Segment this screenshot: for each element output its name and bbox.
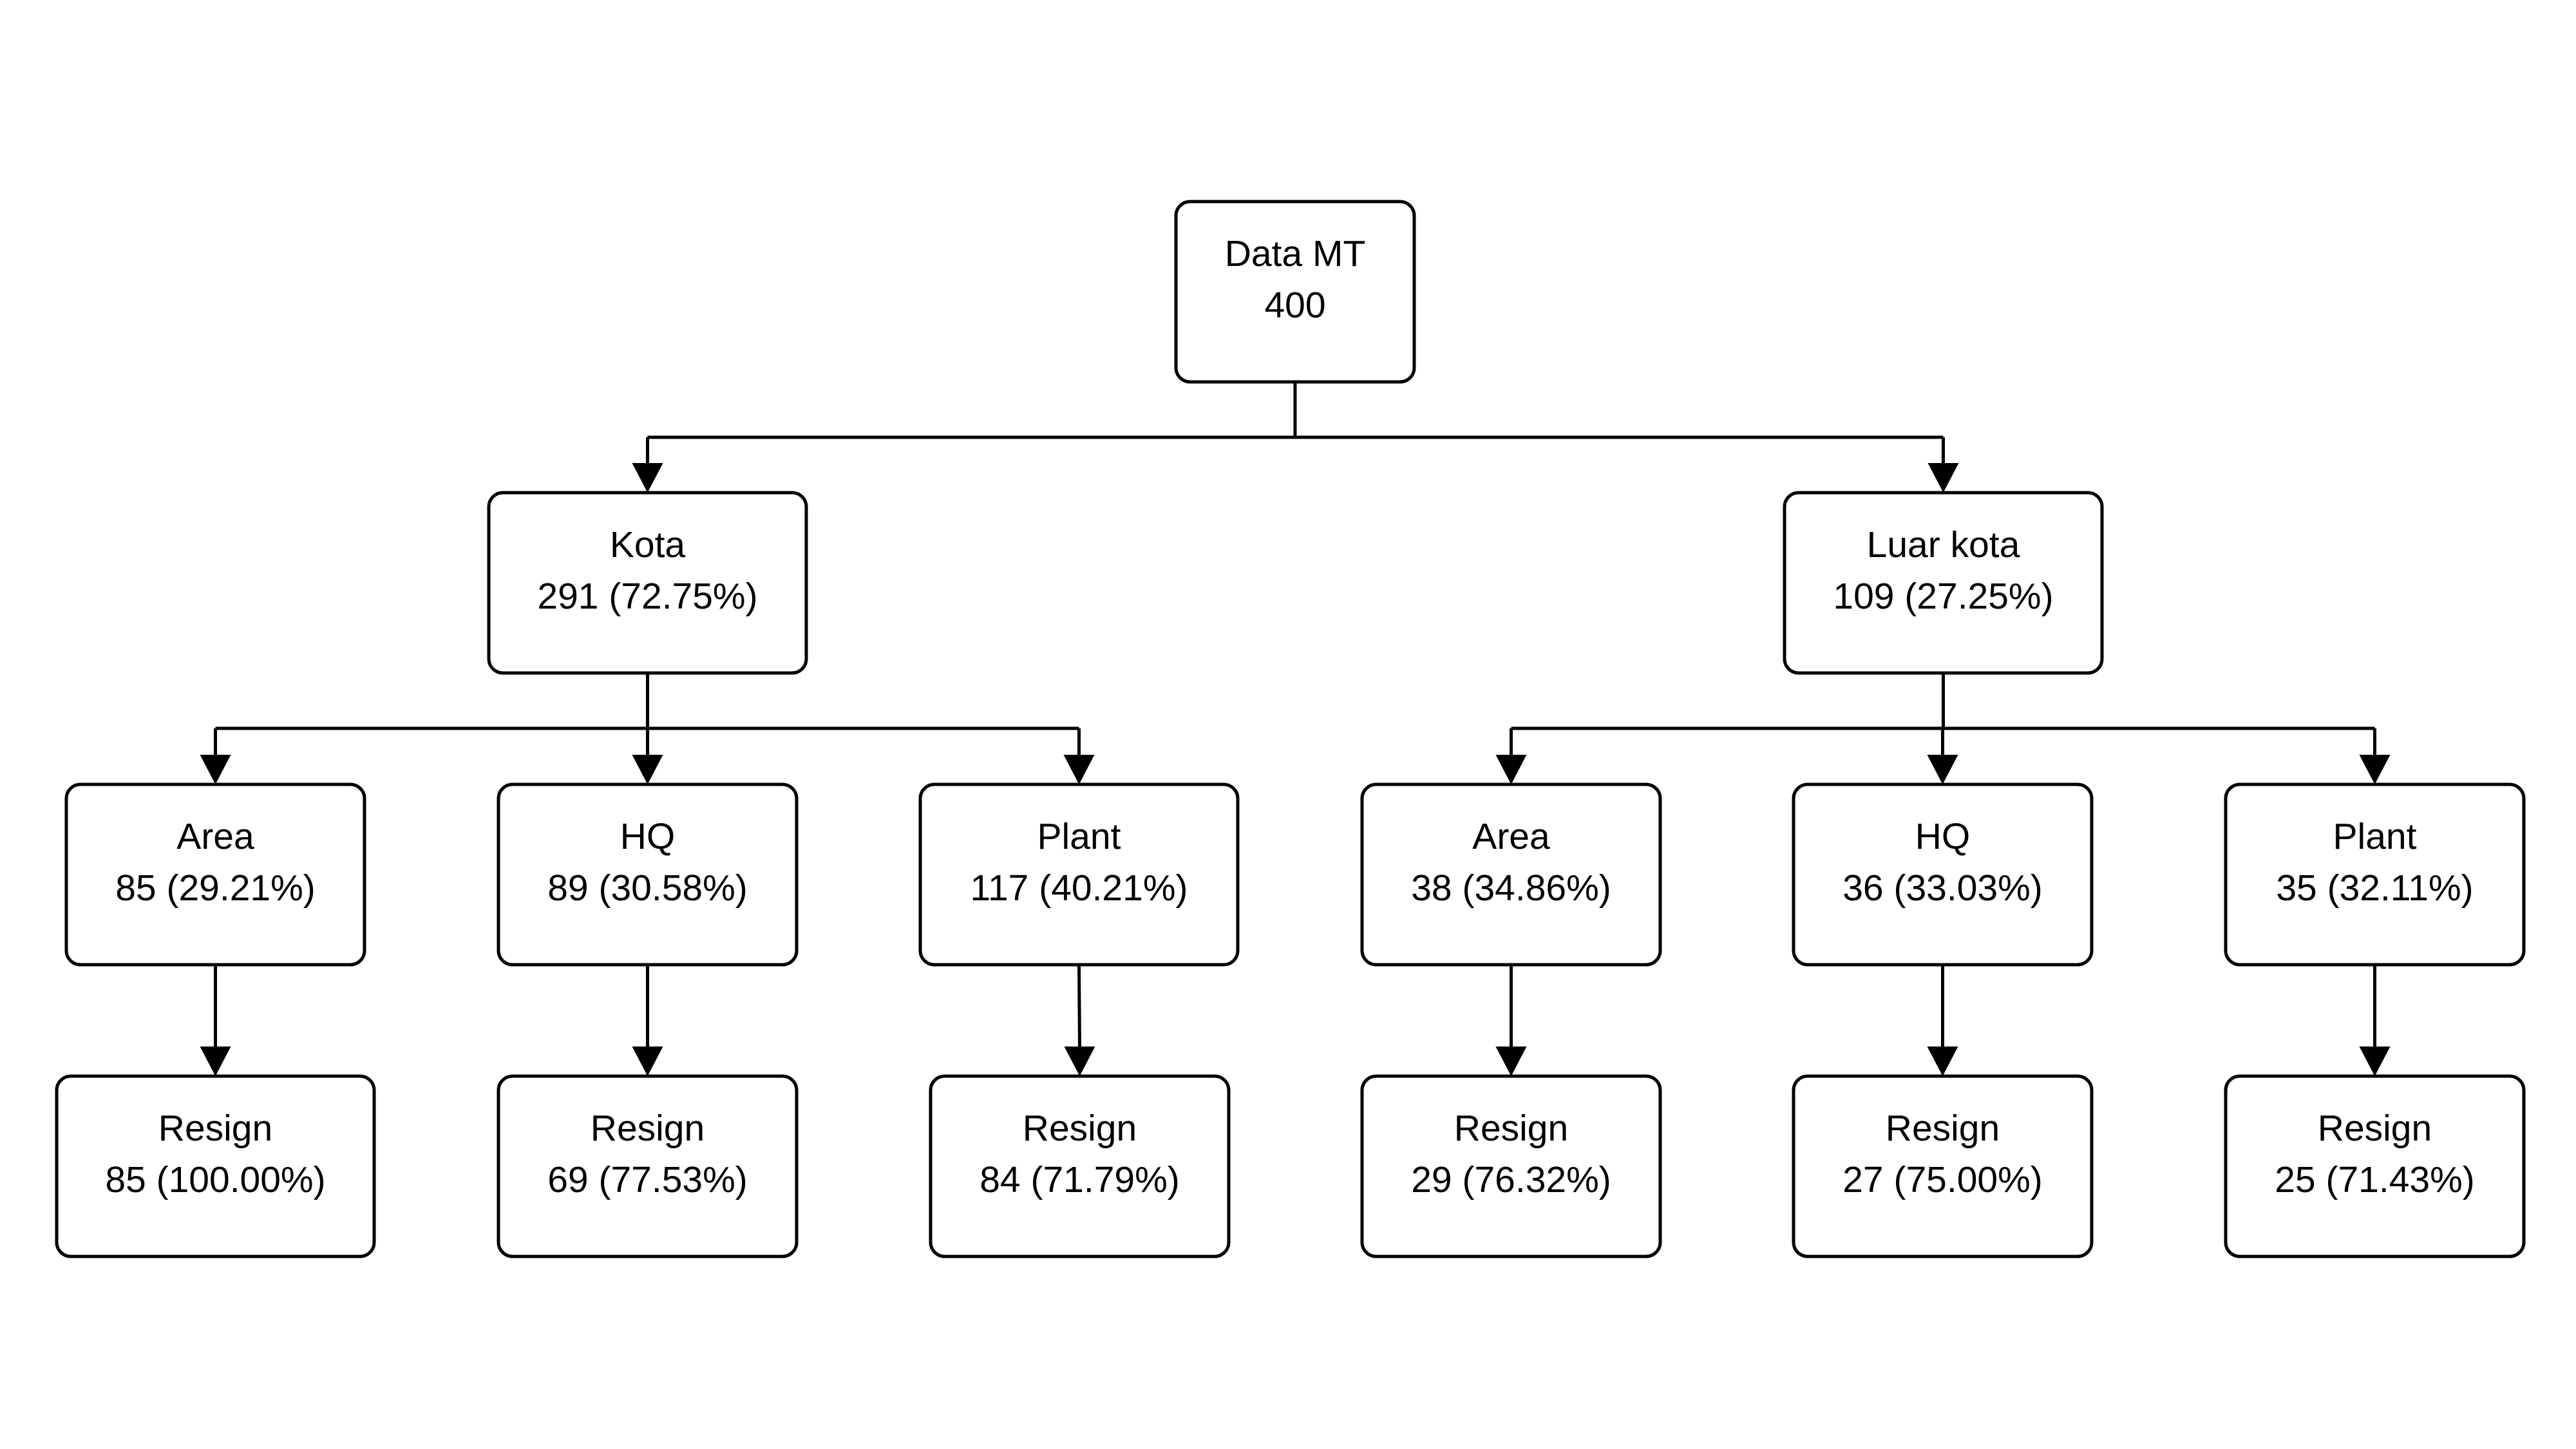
node-value: 36 (33.03%)	[1842, 867, 2043, 909]
arrow-head	[1495, 755, 1527, 784]
node-value: 38 (34.86%)	[1411, 867, 1611, 909]
node-value: 27 (75.00%)	[1842, 1159, 2043, 1200]
arrow-head	[2359, 1046, 2391, 1076]
node-value: 400	[1264, 285, 1325, 326]
node-label: Resign	[1886, 1108, 2000, 1149]
node-label: Area	[176, 816, 254, 857]
node-luar-kota: Luar kota 109 (27.25%)	[1783, 491, 2104, 675]
node-box	[64, 782, 366, 967]
node-box	[487, 491, 808, 675]
node-box	[55, 1074, 376, 1258]
node-box	[1792, 782, 2094, 967]
node-luar-plant-resign: Resign 25 (71.43%)	[2224, 1074, 2526, 1258]
node-label: Resign	[158, 1108, 272, 1149]
node-value: 29 (76.32%)	[1411, 1159, 1611, 1200]
node-luar-hq-resign: Resign 27 (75.00%)	[1792, 1074, 2094, 1258]
node-box	[497, 1074, 799, 1258]
arrow-head	[2359, 755, 2391, 784]
arrow-head	[1495, 1046, 1527, 1076]
edges-layer	[200, 382, 2391, 1076]
node-box	[1174, 200, 1416, 384]
node-label: Resign	[1454, 1108, 1568, 1149]
arrow-head	[1927, 755, 1958, 784]
node-box	[2224, 1074, 2526, 1258]
node-luar-area: Area 38 (34.86%)	[1360, 782, 1662, 967]
node-label: Plant	[1037, 816, 1121, 857]
node-kota-hq: HQ 89 (30.58%)	[497, 782, 799, 967]
arrow-head	[200, 1046, 231, 1076]
node-label: Luar kota	[1867, 524, 2020, 565]
arrow-head	[1927, 1046, 1958, 1076]
node-root: Data MT 400	[1174, 200, 1416, 384]
node-value: 84 (71.79%)	[980, 1159, 1180, 1200]
arrow-head	[632, 1046, 663, 1076]
node-label: Resign	[2318, 1108, 2432, 1149]
node-value: 25 (71.43%)	[2275, 1159, 2475, 1200]
node-box	[497, 782, 799, 967]
node-box	[929, 1074, 1231, 1258]
node-value: 35 (32.11%)	[2276, 867, 2473, 909]
node-luar-plant: Plant 35 (32.11%)	[2224, 782, 2526, 967]
node-box	[2224, 782, 2526, 967]
node-box	[918, 782, 1240, 967]
node-kota-area-resign: Resign 85 (100.00%)	[55, 1074, 376, 1258]
node-box	[1783, 491, 2104, 675]
node-label: Data MT	[1225, 233, 1366, 274]
node-kota: Kota 291 (72.75%)	[487, 491, 808, 675]
node-kota-plant-resign: Resign 84 (71.79%)	[929, 1074, 1231, 1258]
arrow-head	[1063, 755, 1095, 784]
node-value: 117 (40.21%)	[971, 867, 1188, 909]
node-label: Plant	[2333, 816, 2417, 857]
arrow-head	[1064, 1046, 1095, 1076]
node-label: HQ	[1915, 816, 1971, 857]
node-label: Resign	[591, 1108, 705, 1149]
node-value: 69 (77.53%)	[547, 1159, 748, 1200]
node-kota-plant: Plant 117 (40.21%)	[918, 782, 1240, 967]
edge-line	[1077, 964, 1081, 1047]
node-label: Resign	[1023, 1108, 1137, 1149]
arrow-head	[632, 463, 663, 493]
node-label: Area	[1472, 816, 1550, 857]
node-label: Kota	[610, 524, 686, 565]
node-luar-area-resign: Resign 29 (76.32%)	[1360, 1074, 1662, 1258]
node-luar-hq: HQ 36 (33.03%)	[1792, 782, 2094, 967]
node-value: 85 (29.21%)	[115, 867, 316, 909]
node-box	[1792, 1074, 2094, 1258]
arrow-head	[1927, 463, 1959, 493]
node-value: 85 (100.00%)	[105, 1159, 325, 1200]
arrow-head	[200, 755, 231, 784]
node-value: 109 (27.25%)	[1833, 576, 2053, 617]
arrow-head	[632, 755, 663, 784]
node-label: HQ	[620, 816, 676, 857]
node-kota-area: Area 85 (29.21%)	[64, 782, 366, 967]
node-box	[1360, 1074, 1662, 1258]
node-value: 89 (30.58%)	[547, 867, 748, 909]
node-value: 291 (72.75%)	[537, 576, 757, 617]
node-box	[1360, 782, 1662, 967]
node-kota-hq-resign: Resign 69 (77.53%)	[497, 1074, 799, 1258]
